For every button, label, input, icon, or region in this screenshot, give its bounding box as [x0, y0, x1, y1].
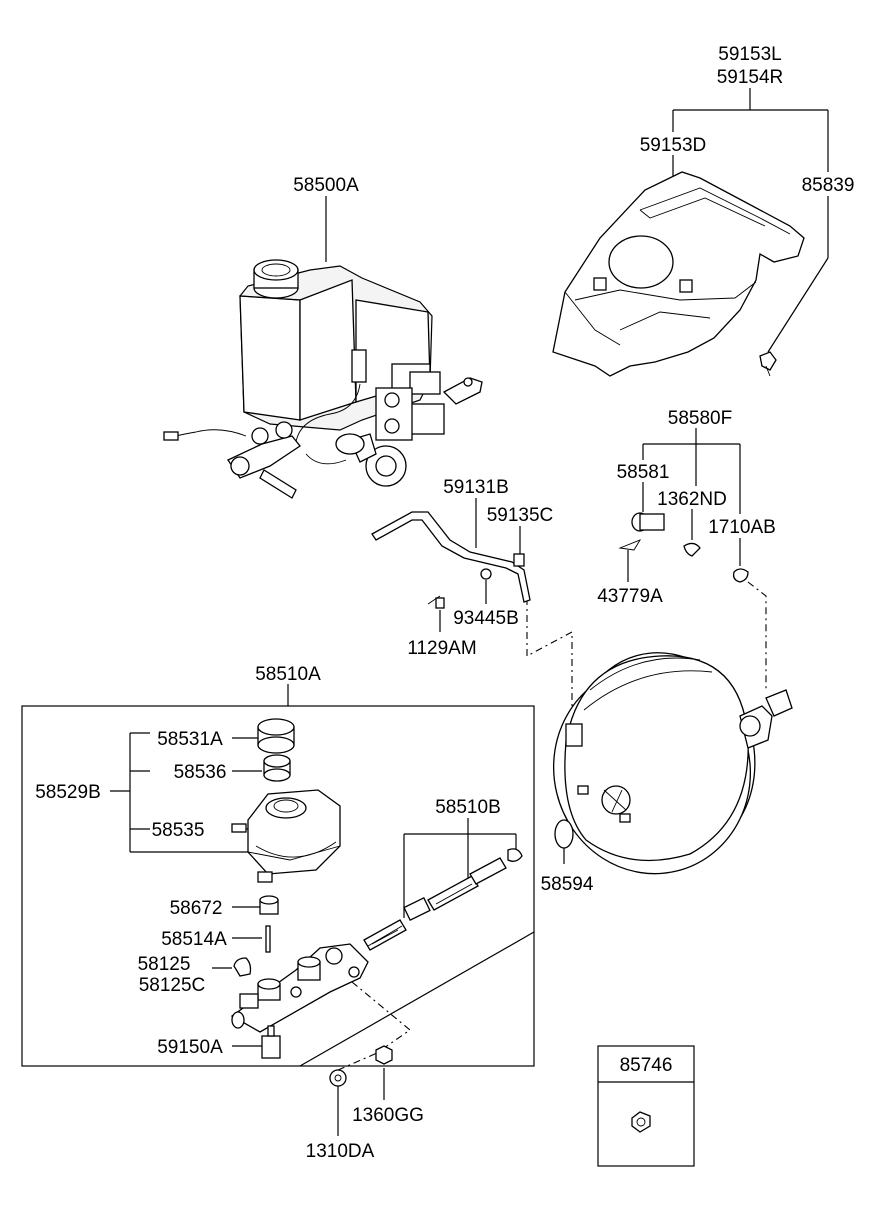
strainer-58536: [263, 754, 291, 782]
sensor-59150A: [261, 1025, 281, 1059]
label-1310DA: 1310DA: [306, 1141, 375, 1162]
label-93445B: 93445B: [453, 608, 519, 629]
clip-85839: [759, 351, 777, 377]
label-58580F: 58580F: [668, 408, 732, 429]
label-59135C: 59135C: [487, 505, 554, 526]
washer-1310DA: [329, 1069, 347, 1087]
label-58514A: 58514A: [161, 929, 227, 950]
label-58125: 58125: [138, 954, 191, 975]
label-58594: 58594: [541, 874, 594, 895]
plug-58125: [233, 957, 252, 977]
label-59154R: 59154R: [717, 67, 784, 88]
reservoir-cap-58531A: [257, 718, 295, 754]
label-58581: 58581: [617, 462, 670, 483]
label-59153L: 59153L: [718, 44, 781, 65]
label-59131B: 59131B: [443, 477, 509, 498]
label-58531A: 58531A: [157, 729, 223, 750]
label-1710AB: 1710AB: [708, 517, 776, 538]
label-58536: 58536: [174, 762, 227, 783]
label-1360GG: 1360GG: [352, 1105, 424, 1126]
label-43779A: 43779A: [597, 586, 663, 607]
label-58125C: 58125C: [139, 975, 206, 996]
pin-58514A: [265, 925, 271, 953]
reservoir-58535: [231, 789, 341, 883]
nut-1360GG: [375, 1045, 393, 1065]
vacuum-hose: [371, 511, 531, 609]
leader-lines: [21, 88, 829, 1136]
label-1129AM: 1129AM: [407, 638, 476, 659]
piston-assembly-58510B: [363, 848, 523, 951]
label-85746: 85746: [620, 1055, 673, 1076]
label-59150A: 59150A: [157, 1037, 223, 1058]
dashed-assembly-lines: [337, 581, 767, 1071]
abs-hydraulic-unit: [163, 259, 483, 499]
heat-shield: [552, 171, 805, 377]
label-58510B: 58510B: [435, 797, 501, 818]
label-58535: 58535: [152, 820, 205, 841]
label-58672: 58672: [170, 898, 223, 919]
inset-box-85746: [597, 1045, 695, 1167]
o-ring-58594: [554, 819, 574, 849]
clevis-pin-group: [618, 512, 749, 583]
label-1362ND: 1362ND: [657, 489, 727, 510]
brake-booster: [552, 652, 793, 875]
label-85839: 85839: [802, 175, 855, 196]
label-58500A: 58500A: [293, 175, 359, 196]
label-58510A: 58510A: [255, 664, 321, 685]
master-cylinder-body: [230, 943, 369, 1033]
grommet-58672: [259, 895, 279, 915]
label-59153D: 59153D: [640, 135, 707, 156]
part-labels: 59153L 59154R 59153D 85839 58500A 58580F…: [35, 44, 854, 1162]
label-58529B: 58529B: [35, 782, 101, 803]
